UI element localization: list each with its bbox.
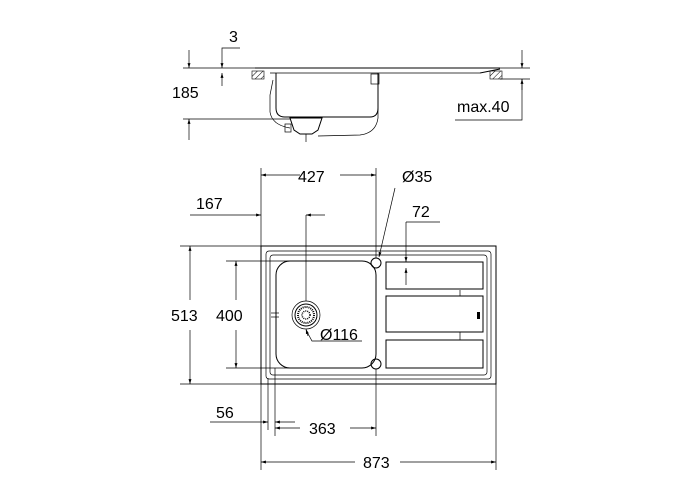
drain-fitting — [289, 117, 323, 135]
dim-drain-diameter: Ø116 — [320, 327, 358, 344]
drainer-groove-1 — [385, 261, 484, 290]
countertop-left — [251, 70, 265, 80]
bowl — [275, 260, 377, 369]
countertop-right — [489, 70, 503, 80]
overflow-hose — [269, 79, 291, 129]
dim-overall-depth: 513 — [171, 308, 198, 325]
waste-pipe — [317, 85, 379, 137]
dim-drain-offset: 167 — [196, 196, 223, 213]
sink-outline — [260, 245, 497, 385]
dim-bowl-inner-width: 363 — [309, 421, 336, 438]
drain — [291, 300, 321, 330]
drainer-groove-2 — [385, 295, 484, 333]
dim-depth: 185 — [172, 85, 199, 102]
dim-overall-width: 873 — [363, 455, 390, 472]
dim-rim-offset: 56 — [216, 405, 234, 422]
dim-bowl-depth: 400 — [216, 308, 243, 325]
plan-view — [180, 168, 497, 470]
drainer-groove-3 — [385, 339, 484, 369]
side-view — [183, 47, 530, 142]
bowl-profile — [275, 73, 379, 118]
dim-countertop-max: max.40 — [457, 99, 510, 116]
overflow-fitting — [370, 73, 380, 85]
dim-top-thickness: 3 — [229, 29, 238, 46]
dim-bowl-width: 427 — [298, 169, 325, 186]
dim-drainer-offset: 72 — [412, 204, 430, 221]
tap-hole-top — [370, 257, 382, 269]
dim-tap-hole-diameter: Ø35 — [402, 169, 432, 186]
